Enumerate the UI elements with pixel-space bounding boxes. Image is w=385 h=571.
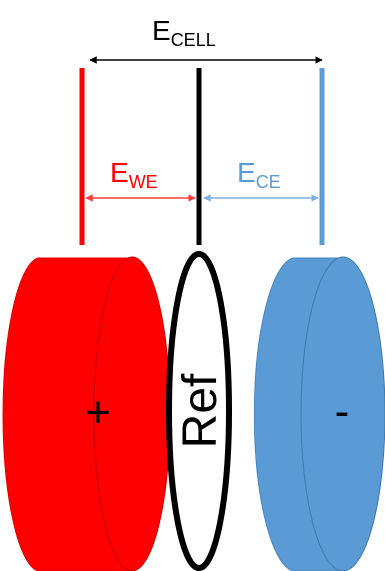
e-we-main: E [110, 157, 129, 188]
working-electrode-cylinder [2, 256, 171, 571]
e-ce-sub: CE [256, 172, 281, 192]
counter-electrode-cylinder [253, 256, 385, 571]
e-cell-sub: CELL [171, 30, 216, 50]
e-ce-label: ECE [237, 157, 281, 192]
e-we-sub: WE [129, 172, 158, 192]
reference-label: Ref [174, 373, 227, 448]
positive-sign: + [85, 388, 111, 437]
e-cell-label: ECELL [152, 15, 216, 50]
negative-sign: - [335, 387, 350, 436]
e-we-label: EWE [110, 157, 158, 192]
e-cell-main: E [152, 15, 171, 46]
reference-electrode [166, 251, 232, 571]
e-ce-main: E [237, 157, 256, 188]
